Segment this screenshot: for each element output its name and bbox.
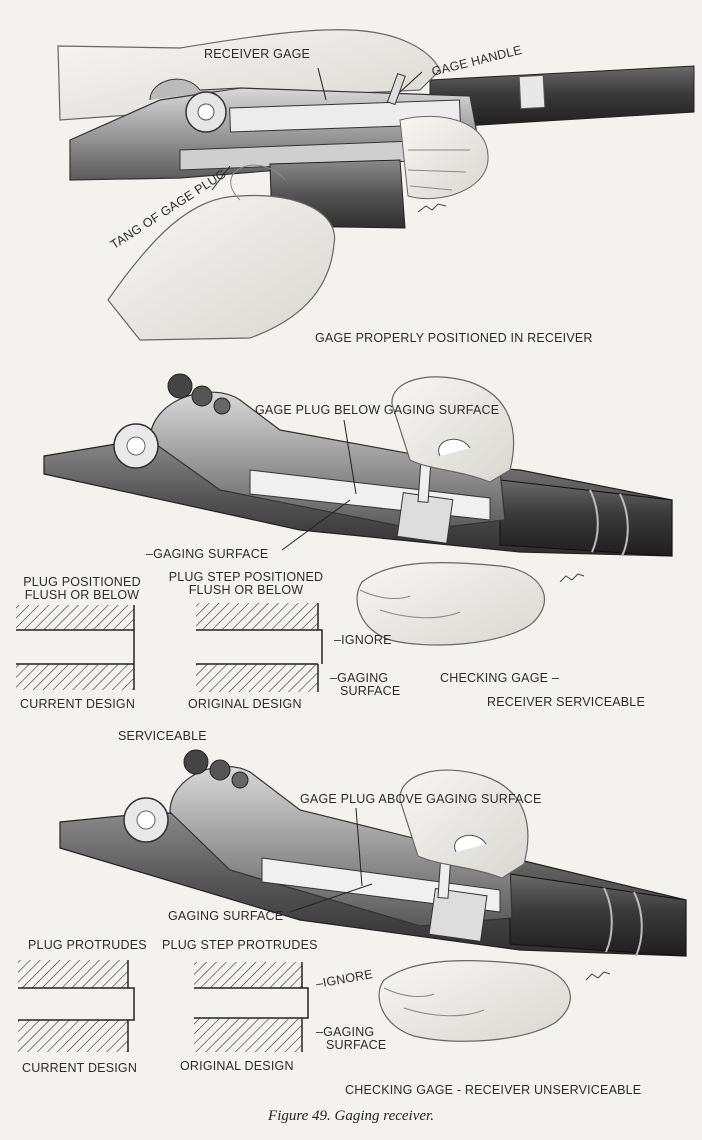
current-design-title: PLUG POSITIONED FLUSH OR BELOW (23, 575, 141, 602)
receiver-unserviceable-label: CHECKING GAGE - RECEIVER UNSERVICEABLE (345, 1083, 642, 1097)
ignore-label: –IGNORE (334, 633, 392, 647)
panel2-current-design-schematic (16, 605, 135, 690)
serviceable-label: SERVICEABLE (118, 729, 207, 743)
gage-plug-below-callout: GAGE PLUG BELOW GAGING SURFACE (255, 403, 500, 417)
receiver-gage-label: RECEIVER GAGE (204, 47, 311, 61)
gaging-surface-label-2: –GAGING SURFACE (330, 671, 401, 698)
gaging-surface-label-4: –GAGING SURFACE (316, 1025, 387, 1052)
gaging-surface-label-3: GAGING SURFACE (168, 909, 284, 923)
original-design-label: ORIGINAL DESIGN (188, 697, 302, 711)
plug-protrudes-title: PLUG PROTRUDES (28, 938, 147, 952)
panel1-illustration (57, 29, 695, 341)
checking-gage-label: CHECKING GAGE – (440, 671, 559, 685)
panel2-illustration (43, 373, 673, 646)
panel1-caption: GAGE PROPERLY POSITIONED IN RECEIVER (315, 331, 593, 345)
gaging-surface-label: –GAGING SURFACE (146, 547, 269, 561)
panel3-original-design-schematic (194, 962, 309, 1052)
panel3-current-design-schematic (18, 960, 135, 1052)
figure-caption: Figure 49. Gaging receiver. (268, 1108, 434, 1124)
panel3-illustration (59, 749, 687, 1042)
original-design-title: PLUG STEP POSITIONED FLUSH OR BELOW (168, 570, 324, 597)
panel2-original-design-schematic (196, 603, 323, 692)
current-design-label: CURRENT DESIGN (20, 697, 136, 711)
original-design-label-3: ORIGINAL DESIGN (180, 1059, 294, 1073)
plug-step-protrudes-title: PLUG STEP PROTRUDES (162, 938, 318, 952)
current-design-label-3: CURRENT DESIGN (22, 1061, 138, 1075)
receiver-serviceable-label: RECEIVER SERVICEABLE (487, 695, 645, 709)
gage-plug-above-callout: GAGE PLUG ABOVE GAGING SURFACE (300, 792, 542, 806)
